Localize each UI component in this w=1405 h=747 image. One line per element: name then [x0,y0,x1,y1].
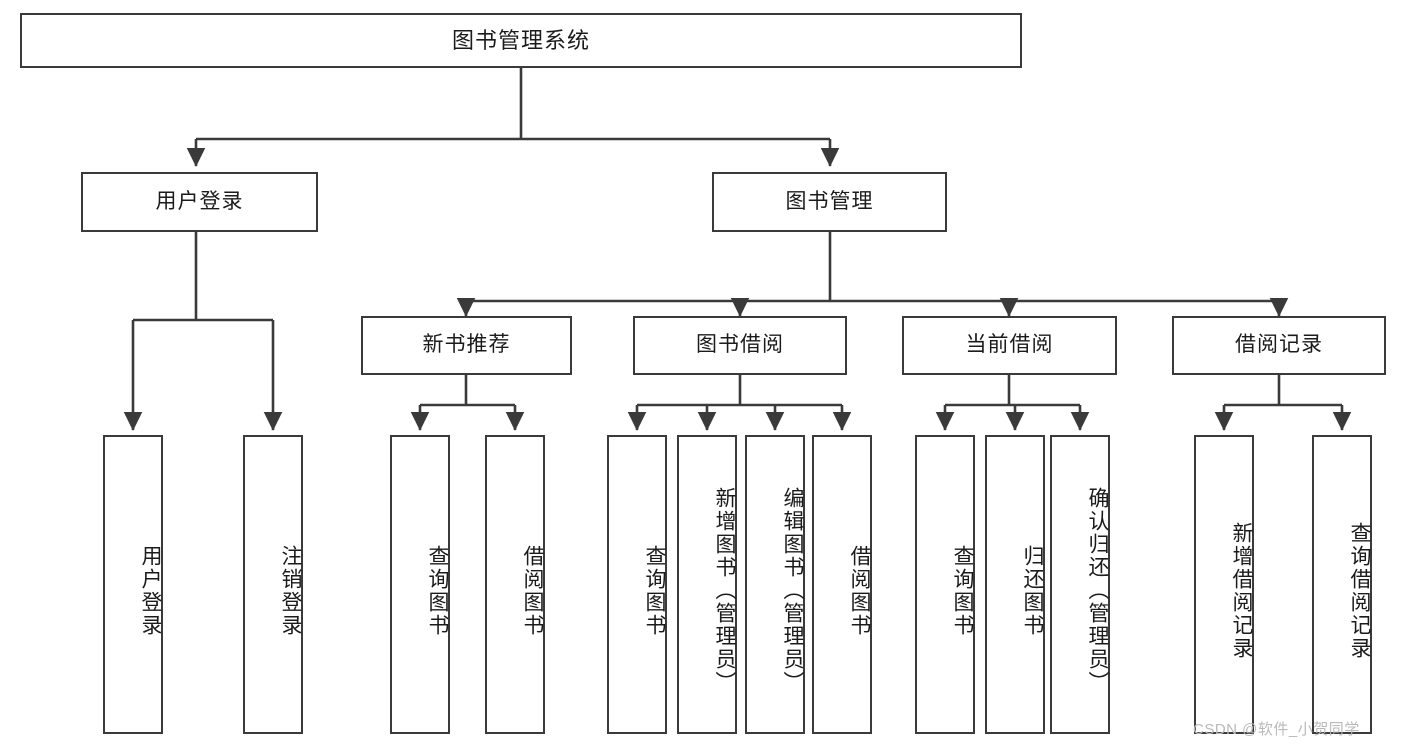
csdn-watermark: CSDN @软件_小贺同学 [1193,721,1360,738]
node-borrow-record[interactable]: 借阅记录 [1172,316,1386,375]
leaf-borrow-book-2-label: 借阅图书 [848,544,871,637]
leaf-confirm-return[interactable]: 确认归还（管理员） [1050,435,1110,734]
leaf-query-borrow-record-label: 查询借阅记录 [1348,521,1371,660]
leaf-query-book-2[interactable]: 查询图书 [607,435,667,734]
leaf-add-book[interactable]: 新增图书（管理员） [677,435,737,734]
node-book-borrow[interactable]: 图书借阅 [633,316,847,375]
leaf-query-borrow-record[interactable]: 查询借阅记录 [1312,435,1372,734]
leaf-add-borrow-record[interactable]: 新增借阅记录 [1194,435,1254,734]
node-root-system[interactable]: 图书管理系统 [20,13,1022,68]
leaf-confirm-return-label: 确认归还（管理员） [1086,487,1109,694]
leaf-user-login-label: 用户登录 [139,544,162,637]
leaf-query-book-1-label: 查询图书 [426,544,449,637]
node-book-management[interactable]: 图书管理 [712,172,947,232]
node-user-login[interactable]: 用户登录 [81,172,318,232]
node-current-borrow[interactable]: 当前借阅 [902,316,1117,375]
leaf-borrow-book-2[interactable]: 借阅图书 [812,435,872,734]
leaf-query-book-1[interactable]: 查询图书 [390,435,450,734]
leaf-user-login[interactable]: 用户登录 [103,435,163,734]
leaf-add-borrow-record-label: 新增借阅记录 [1230,521,1253,660]
leaf-query-book-3[interactable]: 查询图书 [915,435,975,734]
leaf-borrow-book-1[interactable]: 借阅图书 [485,435,545,734]
leaf-logout-label: 注销登录 [279,544,302,637]
node-new-book-recommend[interactable]: 新书推荐 [361,316,572,375]
leaf-edit-book-label: 编辑图书（管理员） [781,487,804,694]
leaf-query-book-3-label: 查询图书 [951,544,974,637]
leaf-add-book-label: 新增图书（管理员） [713,487,736,694]
leaf-return-book-label: 归还图书 [1021,544,1044,637]
leaf-borrow-book-1-label: 借阅图书 [521,544,544,637]
leaf-logout[interactable]: 注销登录 [243,435,303,734]
leaf-query-book-2-label: 查询图书 [643,544,666,637]
leaf-edit-book[interactable]: 编辑图书（管理员） [745,435,805,734]
leaf-return-book[interactable]: 归还图书 [985,435,1045,734]
